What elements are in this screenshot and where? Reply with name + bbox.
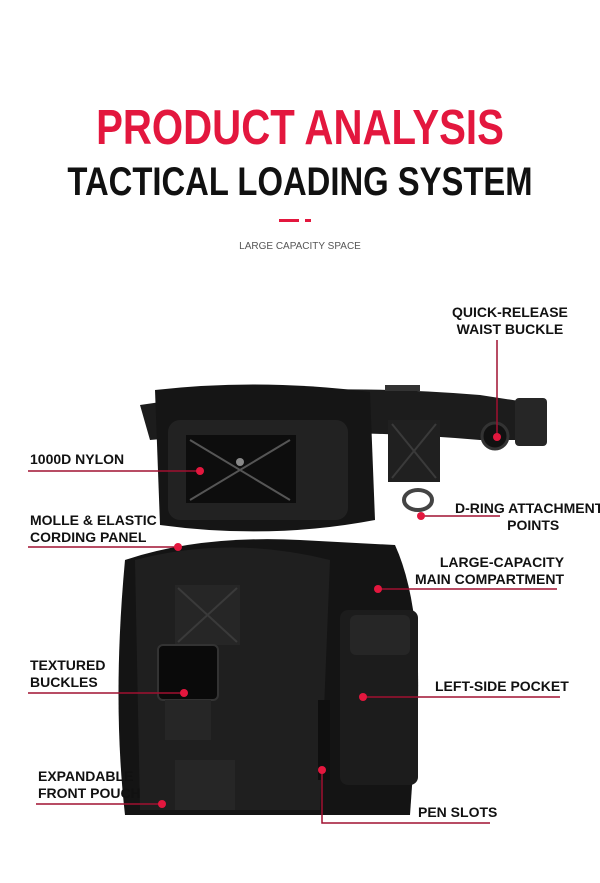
callout-line: 1000D NYLON bbox=[30, 451, 125, 467]
callout-line: PEN SLOTS bbox=[418, 804, 498, 820]
callout-molle: MOLLE & ELASTIC CORDING PANEL bbox=[30, 512, 157, 546]
callout-buckles: TEXTURED BUCKLES bbox=[30, 657, 105, 691]
callout-d-ring: D-RING ATTACHMENT POINTS bbox=[455, 500, 600, 534]
callout-main-compartment: LARGE-CAPACITY MAIN COMPARTMENT bbox=[415, 554, 564, 588]
callout-front-pouch: EXPANDABLE FRONT POUCH bbox=[38, 768, 141, 802]
page-title: PRODUCT ANALYSIS bbox=[96, 101, 504, 155]
callout-line: MAIN COMPARTMENT bbox=[415, 571, 565, 587]
callout-line: LARGE-CAPACITY bbox=[439, 554, 565, 570]
page-subtitle: TACTICAL LOADING SYSTEM bbox=[67, 160, 533, 204]
callout-line: POINTS bbox=[507, 517, 560, 533]
accent-dash-small bbox=[305, 219, 311, 222]
callout-line: FRONT POUCH bbox=[38, 785, 141, 801]
callout-line: CORDING PANEL bbox=[30, 529, 147, 545]
callout-line: TEXTURED bbox=[30, 657, 106, 673]
callout-line: MOLLE & ELASTIC bbox=[30, 512, 157, 528]
callout-line: LEFT-SIDE POCKET bbox=[435, 678, 569, 694]
callout-line: D-RING ATTACHMENT bbox=[455, 500, 600, 516]
callout-waist-buckle: QUICK-RELEASE WAIST BUCKLE bbox=[452, 304, 568, 338]
callout-line: WAIST BUCKLE bbox=[456, 321, 564, 337]
callout-nylon: 1000D NYLON bbox=[30, 451, 124, 468]
accent-dash bbox=[279, 219, 299, 222]
callout-line: EXPANDABLE bbox=[38, 768, 134, 784]
tagline: LARGE CAPACITY SPACE bbox=[239, 241, 361, 252]
callout-pen-slots: PEN SLOTS bbox=[418, 804, 497, 821]
callout-dots bbox=[158, 433, 501, 808]
callout-line: QUICK-RELEASE bbox=[452, 304, 568, 320]
callout-side-pocket: LEFT-SIDE POCKET bbox=[435, 678, 569, 695]
callout-line: BUCKLES bbox=[30, 674, 98, 690]
